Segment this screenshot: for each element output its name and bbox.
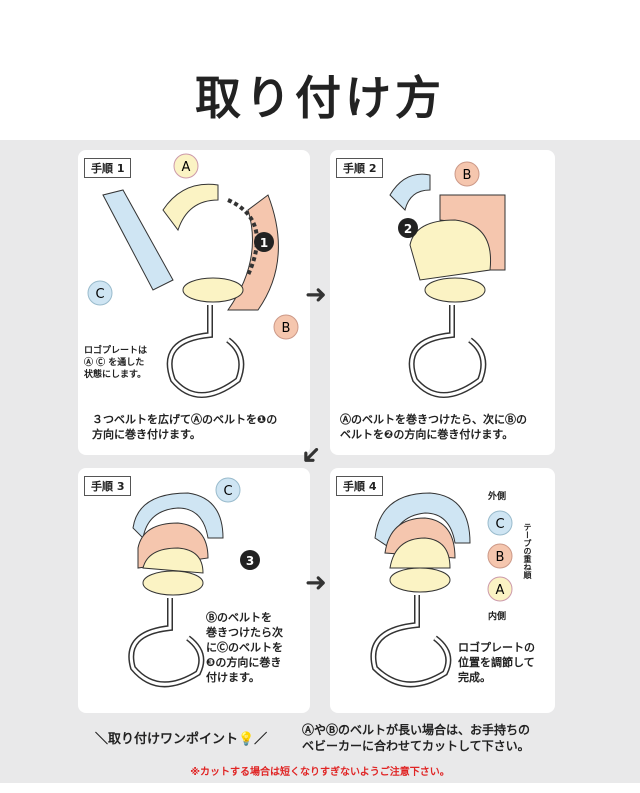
- step-3-card: 手順 3 3 C Ⓑのベルトを 巻きつけたら次 にⒸのベルトを ❸の方向に巻き …: [78, 468, 310, 713]
- logo-plate-note: ロゴプレートは: [84, 346, 148, 356]
- step-text: 巻きつけたら次: [206, 626, 283, 639]
- step-label: 手順 1: [84, 158, 132, 178]
- step-1-card: 手順 1 1 A C B ロゴプレートは Ⓐ Ⓒ を通した 状態にします。 ３つ…: [78, 150, 310, 455]
- page-title: 取り付け方: [195, 71, 445, 125]
- svg-text:3: 3: [246, 554, 254, 568]
- step-text: ロゴプレートの: [458, 641, 535, 654]
- outer-label: 外側: [488, 492, 507, 502]
- svg-text:C: C: [223, 484, 232, 499]
- step-text: にⒸのベルトを: [206, 641, 283, 654]
- tip-text: ⒶやⒷのベルトが長い場合は、お手持ちの: [302, 723, 531, 737]
- inner-label: 内側: [488, 612, 507, 622]
- step-label: 手順 2: [336, 158, 384, 178]
- step-label: 手順 4: [336, 476, 384, 496]
- step-text: 方向に巻き付けます。: [92, 428, 201, 441]
- logo-plate-note: Ⓐ Ⓒ を通した: [84, 358, 145, 368]
- hook-illustration-step-2: 2 B: [389, 161, 506, 398]
- svg-text:C: C: [495, 517, 504, 532]
- step-text: ベルトを❷の方向に巻き付けます。: [340, 428, 514, 441]
- svg-text:A: A: [182, 160, 191, 175]
- step-4-card: 手順 4 C B A 外側 内側 テープの重ね順 ロゴプレートの 位置を調節して…: [330, 468, 555, 713]
- tip-heading: ＼取り付けワンポイント💡／: [95, 732, 268, 747]
- step-text: ❸の方向に巻き: [206, 656, 282, 669]
- step-text: 付けます。: [206, 671, 260, 684]
- svg-text:A: A: [496, 583, 505, 598]
- svg-text:C: C: [95, 287, 104, 302]
- step-text: Ⓐのベルトを巻きつけたら、次にⒷの: [340, 413, 527, 426]
- step-label: 手順 3: [84, 476, 132, 496]
- tip-text: ベビーカーに合わせてカットして下さい。: [302, 739, 530, 753]
- step-2-card: 手順 2 2 B Ⓐのベルトを巻きつけたら、次にⒷの ベルトを❷の方向に巻き付け…: [330, 150, 555, 455]
- arrow-right-icon: ➜: [305, 568, 327, 598]
- arrow-right-icon: ➜: [305, 280, 327, 310]
- step-text: 完成。: [458, 671, 491, 684]
- logo-plate-note: 状態にします。: [84, 370, 147, 380]
- warning-text: ※カットする場合は短くなりすぎないようご注意下さい。: [190, 767, 450, 778]
- step-text: 位置を調節して: [458, 656, 535, 669]
- svg-text:B: B: [282, 321, 291, 336]
- step-text: Ⓑのベルトを: [206, 611, 272, 624]
- svg-text:B: B: [496, 550, 505, 565]
- svg-text:2: 2: [404, 222, 412, 236]
- step-text: ３つベルトを広げてⒶのベルトを❶の: [92, 413, 278, 426]
- direction-number: 1: [260, 236, 268, 250]
- hook-illustration-step-1: 1 A C B: [87, 153, 299, 398]
- hook-illustration-step-3: 3 C: [128, 477, 260, 688]
- hook-illustration-step-4: C B A: [370, 492, 513, 688]
- layer-order-label: テープの重ね順: [523, 523, 532, 579]
- svg-text:B: B: [463, 168, 472, 183]
